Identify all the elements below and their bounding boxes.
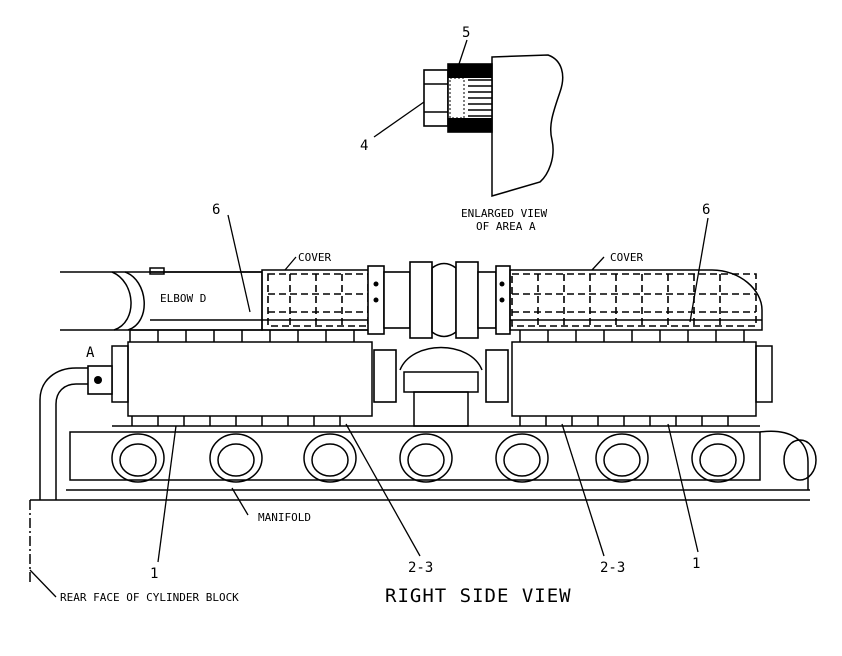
rear-face-label: REAR FACE OF CYLINDER BLOCK [60, 591, 239, 604]
cylinder-heads [111, 330, 773, 427]
callout-5: 5 [462, 25, 470, 41]
manifold-port-7 [691, 433, 745, 483]
center-bellows [367, 261, 511, 339]
view-title: RIGHT SIDE VIEW [385, 585, 572, 607]
area-a-marker: A [86, 345, 95, 361]
callout-4: 4 [360, 138, 368, 154]
manifold-port-6 [595, 433, 649, 483]
manifold-label: MANIFOLD [258, 511, 311, 524]
callout-1-left: 1 [150, 566, 158, 582]
rear-face-marker: REAR FACE OF CYLINDER BLOCK [29, 500, 239, 604]
callout-1-right: 1 [692, 556, 700, 572]
enlarged-view-label-line1: ENLARGED VIEW [461, 207, 547, 220]
cover-label-right: COVER [610, 251, 643, 264]
manifold-port-4 [399, 433, 453, 483]
manifold-port-8 [783, 439, 817, 481]
elbow-label: ELBOW D [160, 292, 206, 305]
bottom-callouts: 1 2-3 2-3 1 [150, 423, 700, 582]
manifold-port-1 [111, 433, 165, 483]
callout-2-3-right: 2-3 [600, 560, 625, 576]
left-cover: COVER [130, 251, 375, 331]
manifold-port-5 [495, 433, 549, 483]
callout-6-right: 6 [702, 202, 710, 218]
exhaust-manifold: MANIFOLD [30, 430, 817, 524]
left-riser-pipe: A [39, 345, 113, 500]
manifold-port-3 [303, 433, 357, 483]
right-cover: COVER 6 [509, 202, 763, 331]
cover-label-left: COVER [298, 251, 331, 264]
callout-6-left: 6 [212, 202, 220, 218]
manifold-port-2 [209, 433, 263, 483]
enlarged-view-label-line2: OF AREA A [476, 220, 536, 233]
callout-2-3-left: 2-3 [408, 560, 433, 576]
enlarged-view-detail: 5 4 ENLARGED VIEW OF AREA A [360, 25, 564, 233]
exhaust-elbow: ELBOW D 6 [60, 202, 263, 331]
